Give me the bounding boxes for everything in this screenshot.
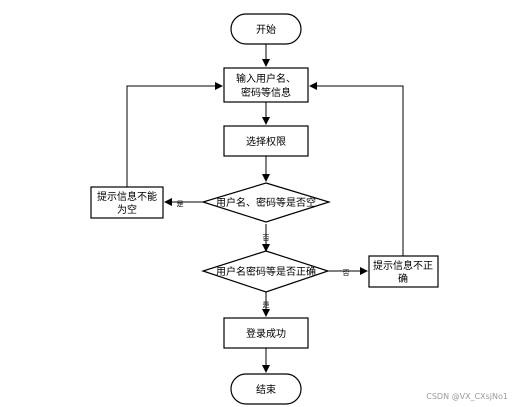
node-login-ok: 登录成功 bbox=[223, 317, 309, 349]
node-empty-tip-label-1: 提示信息不能 bbox=[97, 190, 157, 203]
node-wrong-tip-label-2: 确 bbox=[398, 272, 408, 285]
edge-label-no-empty: 否 bbox=[263, 234, 270, 242]
node-select-role-label: 选择权限 bbox=[246, 135, 286, 148]
watermark: CSDN @VX_CXsjNo1 bbox=[426, 392, 508, 401]
node-start-label: 开始 bbox=[256, 23, 276, 36]
node-empty-tip-label-2: 为空 bbox=[117, 203, 137, 216]
node-select-role: 选择权限 bbox=[223, 125, 309, 157]
node-check-empty-label: 用户名、密码等是否空 bbox=[216, 196, 316, 209]
node-empty-tip: 提示信息不能 为空 bbox=[90, 186, 164, 219]
edge-label-no-correct: 否 bbox=[343, 269, 350, 277]
node-input-label-1: 输入用户名、 bbox=[236, 72, 296, 85]
edge-wrong-tip-back bbox=[309, 82, 404, 256]
node-check-empty: 用户名、密码等是否空 bbox=[200, 182, 332, 223]
node-wrong-tip-label-1: 提示信息不正 bbox=[373, 259, 433, 272]
edge-empty-tip-back bbox=[126, 82, 223, 187]
node-check-correct: 用户名密码等是否正确 bbox=[201, 250, 330, 293]
node-wrong-tip: 提示信息不正 确 bbox=[368, 255, 439, 288]
node-login-ok-label: 登录成功 bbox=[246, 327, 286, 340]
node-end: 结束 bbox=[230, 373, 302, 405]
node-input: 输入用户名、 密码等信息 bbox=[223, 67, 309, 103]
edge-label-yes-correct: 是 bbox=[263, 301, 270, 309]
connectors bbox=[126, 44, 404, 373]
node-start: 开始 bbox=[230, 13, 302, 45]
node-input-label-2: 密码等信息 bbox=[241, 86, 291, 99]
node-check-correct-label: 用户名密码等是否正确 bbox=[216, 265, 316, 278]
edge-label-yes-empty: 是 bbox=[177, 200, 184, 208]
node-end-label: 结束 bbox=[256, 383, 276, 396]
